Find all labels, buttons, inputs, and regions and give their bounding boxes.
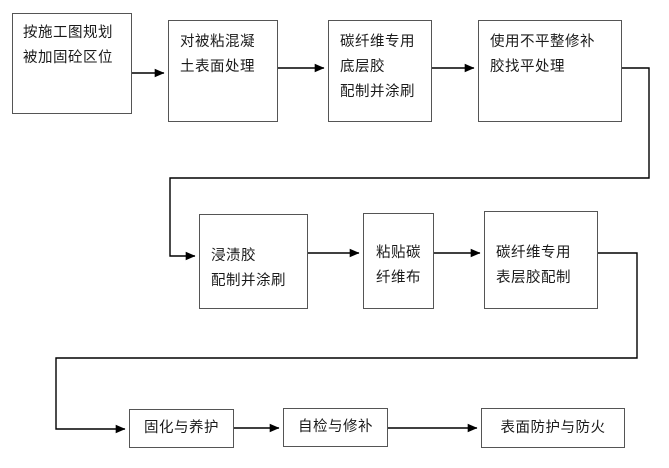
node-3-line-2: 底层胶 <box>340 59 385 75</box>
node-3-line-3: 配制并涂刷 <box>340 84 415 100</box>
node-10-line-1: 表面防护与防火 <box>500 419 606 436</box>
node-1-line-2: 被加固砼区位 <box>23 50 113 66</box>
process-node-2[interactable]: 对被粘混凝 土表面处理 <box>168 20 278 122</box>
node-6-text: 粘贴碳 纤维布 <box>364 214 433 291</box>
process-node-5[interactable]: 浸渍胶 配制并涂刷 <box>199 214 308 309</box>
node-9-line-1: 自检与修补 <box>298 419 373 435</box>
node-3-line-1: 碳纤维专用 <box>340 34 415 50</box>
process-node-6[interactable]: 粘贴碳 纤维布 <box>363 213 434 309</box>
node-5-line-1: 浸渍胶 <box>211 248 256 264</box>
process-node-3[interactable]: 碳纤维专用 底层胶 配制并涂刷 <box>328 20 432 122</box>
node-9-text: 自检与修补 <box>284 415 387 440</box>
node-4-line-2: 胶找平处理 <box>490 59 565 75</box>
node-6-line-2: 纤维布 <box>376 270 421 286</box>
node-7-line-1: 碳纤维专用 <box>496 245 571 261</box>
node-5-line-2: 配制并涂刷 <box>211 273 286 289</box>
node-2-line-1: 对被粘混凝 <box>180 34 255 50</box>
node-1-line-1: 按施工图规划 <box>23 25 113 41</box>
process-node-8[interactable]: 固化与养护 <box>129 409 234 448</box>
node-4-line-1: 使用不平整修补 <box>490 34 595 50</box>
node-5-text: 浸渍胶 配制并涂刷 <box>200 244 307 308</box>
node-4-text: 使用不平整修补 胶找平处理 <box>479 21 621 80</box>
node-6-line-1: 粘贴碳 <box>376 245 421 261</box>
node-1-text: 按施工图规划 被加固砼区位 <box>13 14 131 71</box>
node-8-text: 固化与养护 <box>130 416 233 441</box>
node-3-text: 碳纤维专用 底层胶 配制并涂刷 <box>329 21 431 105</box>
node-7-text: 碳纤维专用 表层胶配制 <box>485 212 597 291</box>
node-2-line-2: 土表面处理 <box>180 59 255 75</box>
process-node-7[interactable]: 碳纤维专用 表层胶配制 <box>484 211 598 309</box>
node-2-text: 对被粘混凝 土表面处理 <box>169 21 277 80</box>
node-7-line-2: 表层胶配制 <box>496 270 571 286</box>
node-10-text: 表面防护与防火 <box>482 416 624 441</box>
process-node-4[interactable]: 使用不平整修补 胶找平处理 <box>478 20 622 122</box>
node-8-line-1: 固化与养护 <box>144 420 219 436</box>
process-node-10[interactable]: 表面防护与防火 <box>481 408 625 448</box>
process-node-1[interactable]: 按施工图规划 被加固砼区位 <box>12 13 132 114</box>
process-node-9[interactable]: 自检与修补 <box>283 408 388 447</box>
